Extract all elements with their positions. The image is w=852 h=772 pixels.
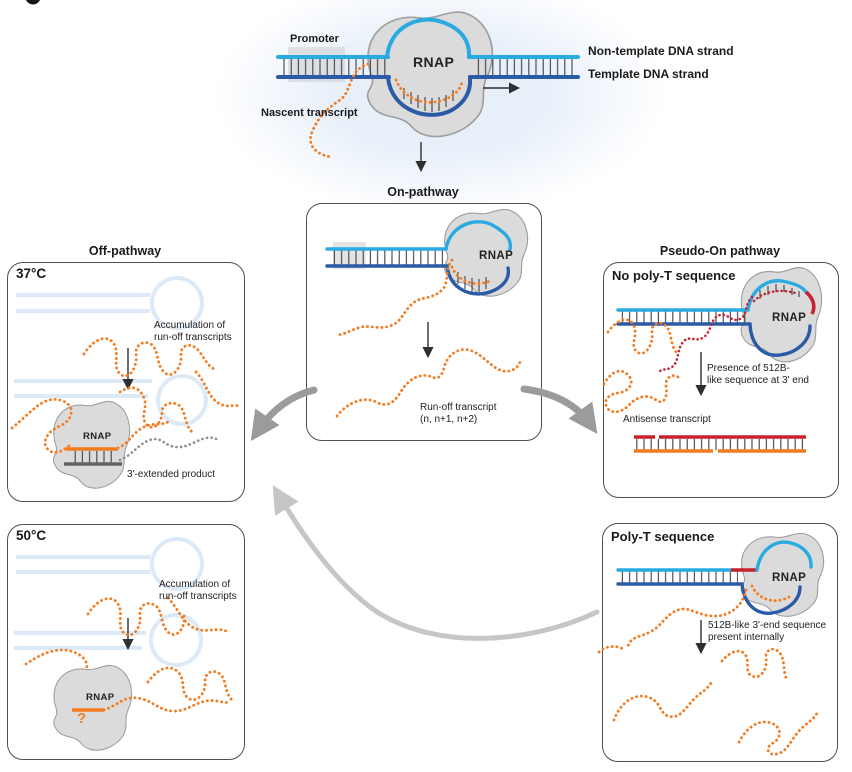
rnap-label-37c: RNAP <box>83 431 112 442</box>
dna-basepairs-top-left <box>280 59 387 76</box>
antisense-transcript-label: Antisense transcript <box>623 414 711 425</box>
transcript-polyt <box>626 588 748 648</box>
accumulation-label-50c: Accumulation of run-off transcripts <box>159 579 237 602</box>
released-transcripts-polyt <box>612 647 819 756</box>
rna-dna-hybrid-basepairs-top <box>403 88 454 112</box>
non-template-arc-on-pathway <box>444 220 513 251</box>
faint-hairpin-dna-50c <box>14 537 204 667</box>
non-template-bubble-arc <box>385 17 472 59</box>
no-polyt-header: No poly-T sequence <box>612 268 736 283</box>
non-template-strand-label: Non-template DNA strand <box>588 44 734 58</box>
dna-basepairs-on-pathway <box>329 250 443 265</box>
runoff-transcript-label: Run-off transcript (n, n+1, n+2) <box>420 402 497 425</box>
extended-product-label: 3'-extended product <box>127 469 216 480</box>
accumulation-label-37c: Accumulation of run-off transcripts <box>154 320 232 343</box>
question-mark-50c: ? <box>77 710 87 727</box>
transcript-exiting-rnap-50c <box>102 696 232 713</box>
template-strand-label: Template DNA strand <box>588 67 709 81</box>
rnap-label-50c: RNAP <box>86 692 115 703</box>
temperature-50c: 50°C <box>16 528 47 543</box>
presence-512b-label: Presence of 512B- like sequence at 3' en… <box>707 363 809 386</box>
dna-basepairs-polyt <box>620 571 738 583</box>
dna-basepairs-no-polyt <box>620 311 746 323</box>
nascent-transcript-label: Nascent transcript <box>261 107 358 119</box>
non-template-arc-polyt <box>755 540 813 572</box>
polyt-header: Poly-T sequence <box>611 529 715 544</box>
arrow-on-to-pseudo-on <box>520 385 598 434</box>
runoff-transcripts-no-polyt <box>602 318 680 414</box>
sequence-512b-label: 512B-like 3'-end sequence present intern… <box>708 620 827 643</box>
512b-sequence-arc <box>804 290 816 315</box>
runoff-transcript-strand <box>335 348 522 418</box>
transcript-over-rnap-37c <box>116 420 170 450</box>
transcript-tail-polyt <box>597 645 627 654</box>
dna-basepairs-top-right <box>472 59 576 76</box>
rnap-label-top: RNAP <box>413 54 455 70</box>
transcript-entering-rnap-37c <box>10 398 73 454</box>
temperature-37c: 37°C <box>16 266 47 281</box>
arrow-on-to-off-pathway <box>250 386 318 442</box>
rna-in-bubble-on-pathway <box>450 265 494 285</box>
template-arc-on-pathway <box>445 264 511 296</box>
runoff-transcripts-37c <box>82 337 242 434</box>
rnap-label-polyt: RNAP <box>772 572 807 584</box>
pseudo-on-pathway-title: Pseudo-On pathway <box>659 244 781 258</box>
arrow-polyt-to-off-pathway <box>272 485 600 641</box>
template-bubble-arc <box>386 76 473 117</box>
cropped-letter-artifact <box>26 0 40 5</box>
rnap-blob-50c <box>53 664 133 751</box>
non-template-arc-no-polyt <box>746 279 808 312</box>
rnap-label-no-polyt: RNAP <box>772 312 807 324</box>
rna-in-bubble-polyt <box>750 584 791 602</box>
nascent-transcript-strand <box>309 62 370 159</box>
promoter-label: Promoter <box>290 33 339 45</box>
template-arc-no-polyt <box>748 322 812 357</box>
extended-product-strand <box>118 436 221 462</box>
antisense-duplex <box>634 435 806 453</box>
hybrid-basepairs-37c <box>74 451 116 463</box>
antisense-rna-in-bubble <box>752 289 800 303</box>
on-pathway-title: On-pathway <box>387 185 459 199</box>
transcript-on-pathway <box>334 258 454 336</box>
rna-in-bubble-top <box>394 78 464 104</box>
template-arc-polyt <box>740 582 802 615</box>
antisense-transcript-strand-weaving <box>657 295 754 374</box>
hybrid-basepairs-no-polyt <box>759 284 800 299</box>
rnap-blob-37c <box>52 400 131 489</box>
rnap-label-on-pathway: RNAP <box>479 250 514 262</box>
off-pathway-title: Off-pathway <box>88 244 162 258</box>
